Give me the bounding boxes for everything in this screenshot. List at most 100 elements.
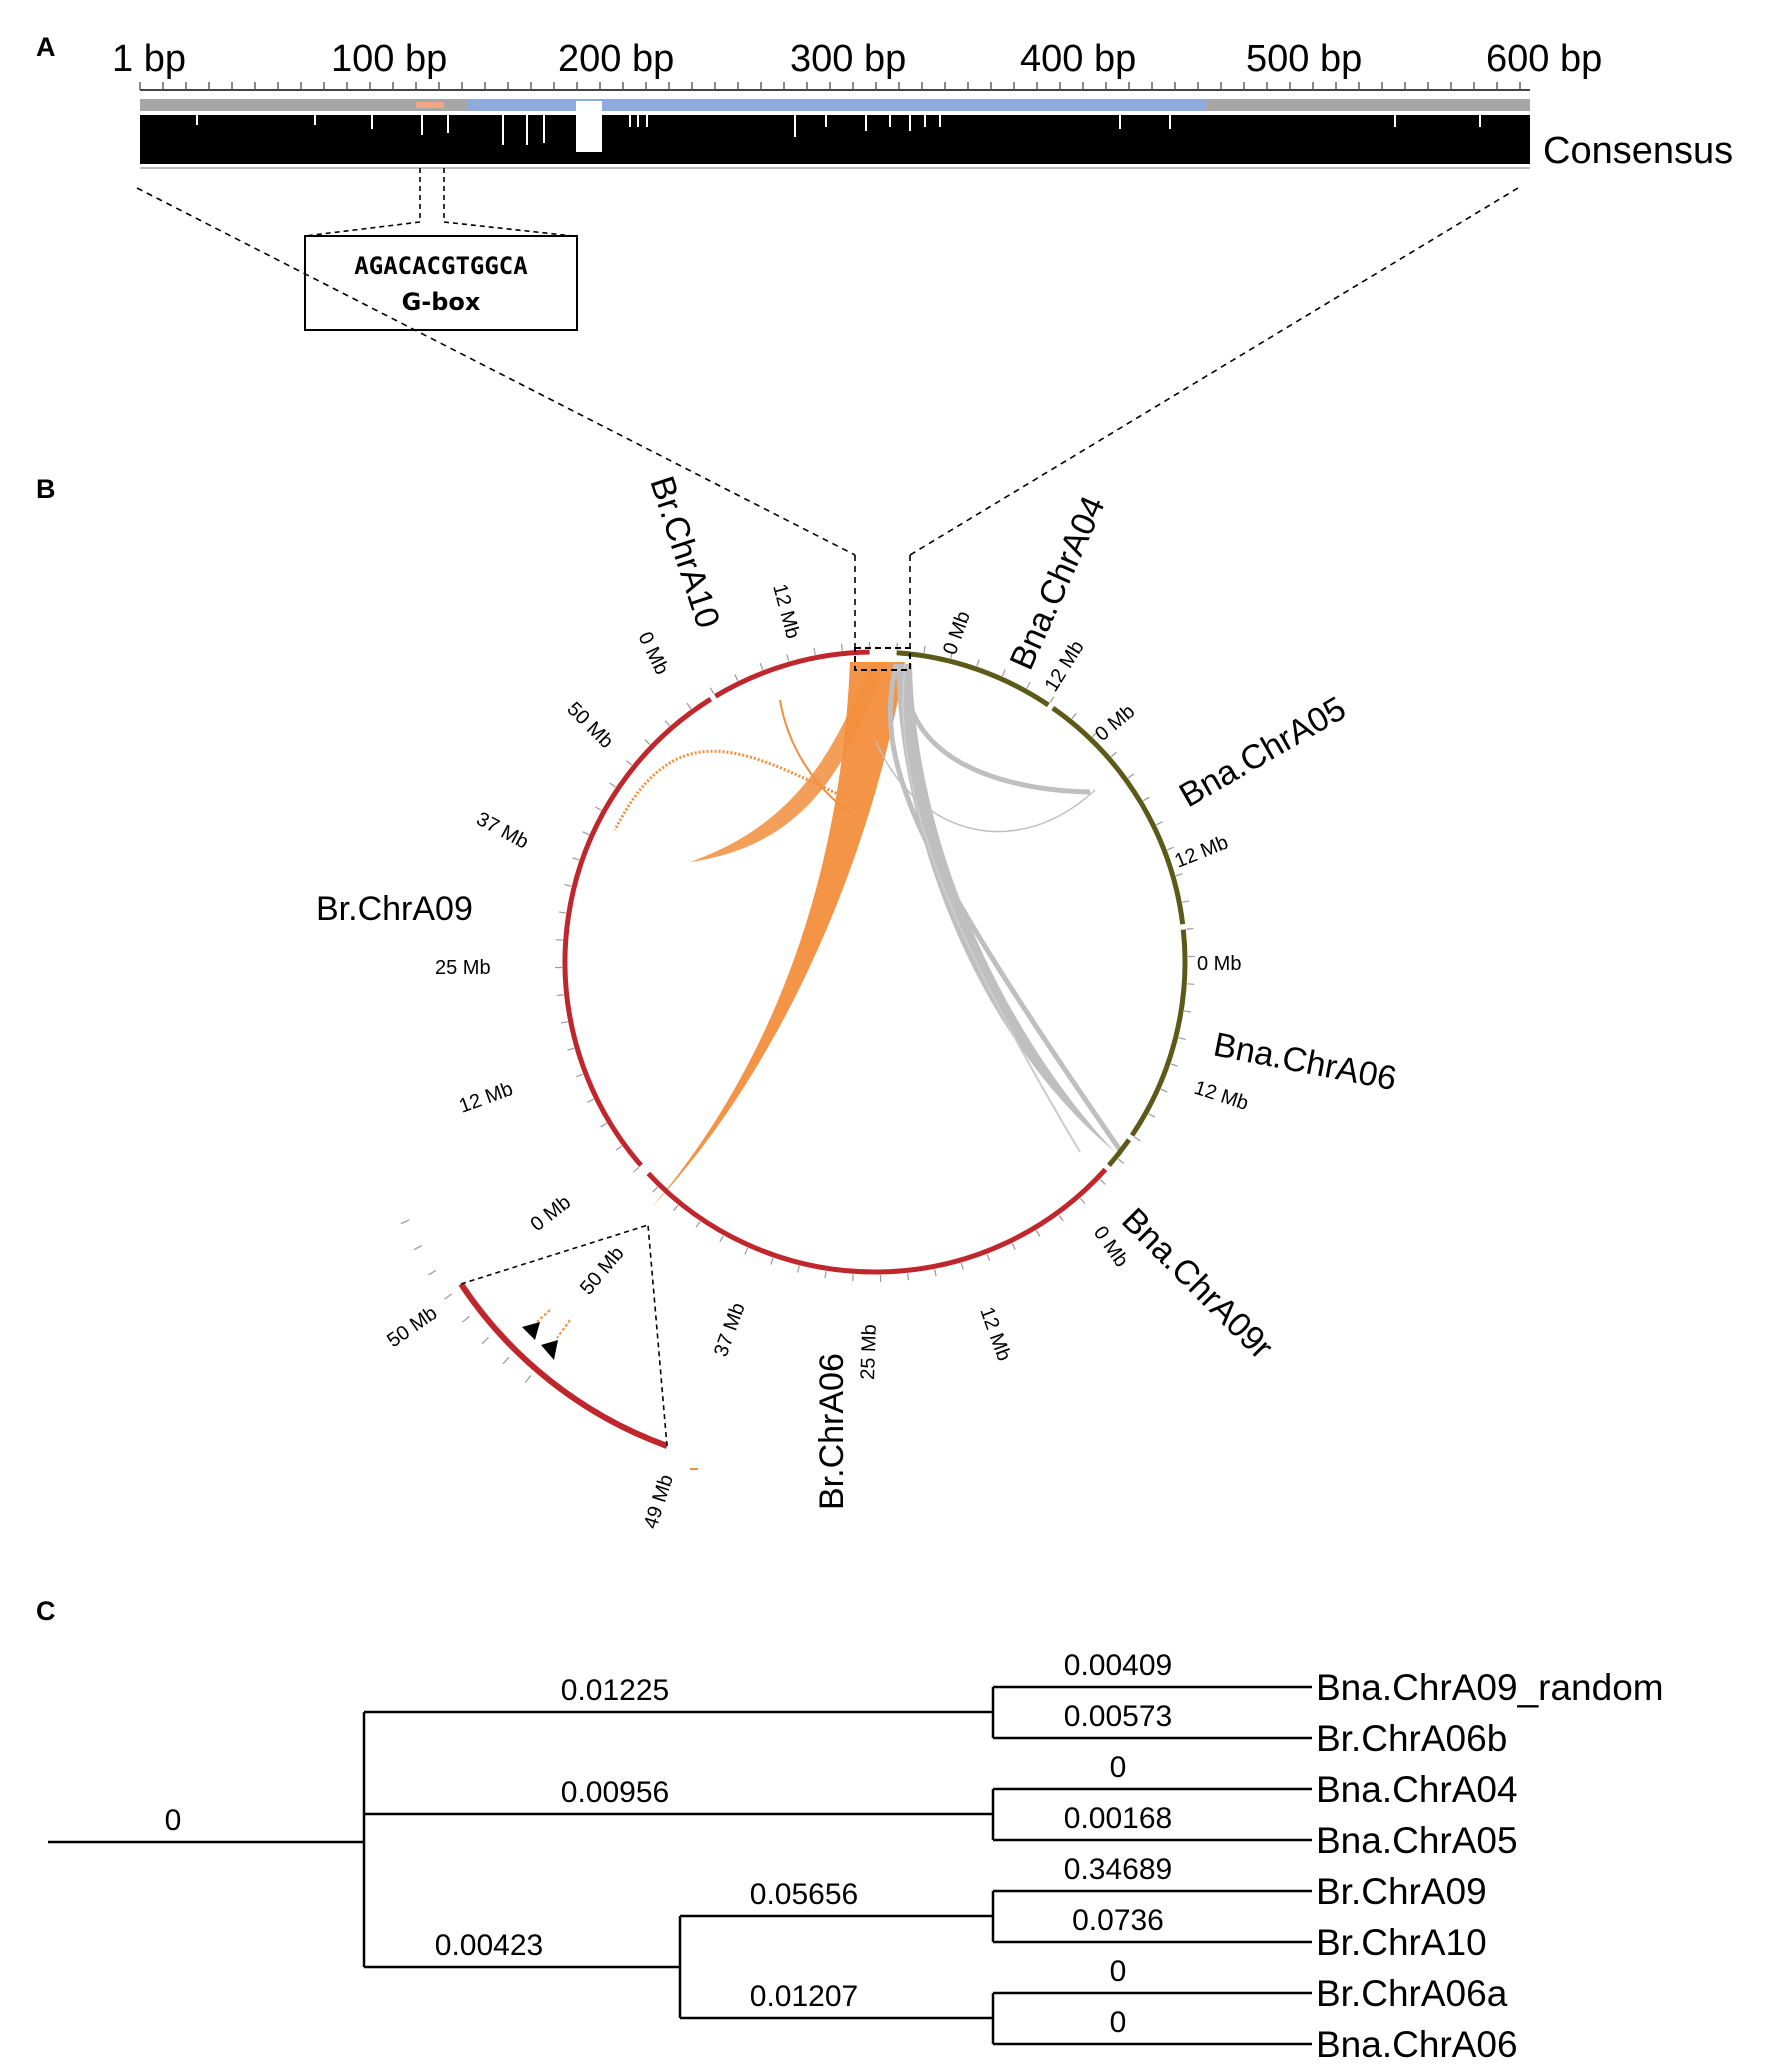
axis-label-300bp: 300 bp <box>790 38 906 80</box>
ring-tick <box>960 1262 964 1270</box>
chr-label-br-a10: Br.ChrA10 <box>642 472 727 633</box>
ring-tick <box>564 884 572 887</box>
ring-tick <box>1079 1197 1086 1204</box>
ring-tick <box>1099 1178 1106 1185</box>
ring-tick <box>664 720 671 727</box>
gbox-box <box>304 235 578 331</box>
ring-tick <box>560 1021 568 1024</box>
ring-tick <box>1001 669 1006 677</box>
circos-plot <box>555 642 1195 1282</box>
tick-zoom-50: 50 Mb <box>383 1302 441 1352</box>
branch-length-br-a06a: 0 <box>1110 1955 1127 1988</box>
branch-length-br-a09: 0.34689 <box>1064 1853 1172 1886</box>
ring-tick <box>1026 681 1031 689</box>
tick-a04-0: 0 Mb <box>939 608 975 657</box>
ring-tick <box>556 994 564 997</box>
ring-tick <box>770 1257 774 1265</box>
panel-letter-a: A <box>36 32 56 62</box>
ring-tick <box>686 702 692 710</box>
ring-tick <box>594 806 602 811</box>
ring-tick <box>986 1253 991 1261</box>
ring-tick <box>572 857 580 861</box>
ring-tick <box>813 647 816 655</box>
chr-label-bna-a04: Bna.ChrA04 <box>1003 491 1113 676</box>
tick-a06-25: 25 Mb <box>857 1324 881 1380</box>
branch-length-clade1: 0.01225 <box>561 1674 669 1707</box>
ring-tick <box>1182 900 1190 903</box>
zoom-inset <box>400 1219 698 1470</box>
axis-label-400bp: 400 bp <box>1020 38 1136 80</box>
ring-tick <box>709 687 715 695</box>
consensus-gap <box>576 101 602 152</box>
chr-label-bna-a09r: Bna.ChrA09r <box>1114 1201 1280 1367</box>
ring-tick <box>786 654 790 662</box>
gbox-position-mark <box>416 102 444 108</box>
tick-a06n-0: 0 Mb <box>1197 953 1241 975</box>
ring-tick <box>950 651 953 659</box>
ring-tick <box>644 739 651 746</box>
ring-tick <box>1156 821 1163 826</box>
chr-label-bna-a05: Bna.ChrA05 <box>1173 689 1352 815</box>
ring-tick <box>615 1145 623 1151</box>
panel-letter-c: C <box>36 1596 56 1626</box>
zoom-tick <box>444 1293 453 1300</box>
chr-label-br-a06: Br.ChrA06 <box>813 1353 851 1510</box>
leaf-bna-a05: Bna.ChrA05 <box>1316 1820 1518 1861</box>
branch-length-clade3: 0.00423 <box>435 1929 543 1962</box>
ring-tick <box>719 1235 724 1243</box>
ring-tick <box>695 1221 701 1228</box>
arrowhead-icon <box>522 1322 540 1340</box>
ring-tick <box>797 1265 800 1273</box>
zoom-tick <box>524 1375 532 1383</box>
ring-tick <box>759 663 764 671</box>
consensus-track <box>140 101 1530 169</box>
tick-a06n-12: 12 Mb <box>1191 1077 1251 1115</box>
ring-tick <box>1166 846 1174 851</box>
branch-length-clade3b: 0.01207 <box>750 1980 858 2013</box>
consensus-label: Consensus <box>1543 130 1733 172</box>
ring-tick <box>558 911 566 914</box>
ring-tick <box>840 643 843 651</box>
ring-tick <box>934 1269 937 1277</box>
ring-tick <box>1058 1214 1064 1222</box>
ring-tick <box>1049 696 1055 703</box>
axis-label-500bp: 500 bp <box>1246 38 1362 80</box>
tick-a09-50: 50 Mb <box>562 698 617 753</box>
gbox-name: G-box <box>402 288 481 316</box>
zoom-tick <box>400 1219 410 1225</box>
gbox-callout-lines <box>304 168 574 237</box>
chr-label-br-a09: Br.ChrA09 <box>316 890 473 928</box>
ring-tick <box>1011 1243 1016 1250</box>
panel-a-ruler: 1 bp 100 bp 200 bp 300 bp 400 bp 500 bp … <box>112 38 1602 91</box>
ring-tick <box>824 1271 827 1279</box>
leaf-bna-a04: Bna.ChrA04 <box>1316 1769 1518 1810</box>
zoom-tick <box>413 1245 423 1251</box>
ring-tick <box>600 1122 608 1128</box>
leaf-br-a09: Br.ChrA09 <box>1316 1871 1487 1912</box>
branch-length-root: 0 <box>165 1804 182 1837</box>
tick-zoom-49: 49 Mb <box>640 1472 678 1532</box>
leaf-br-a06b: Br.ChrA06b <box>1316 1718 1507 1759</box>
branch-length-br-a10: 0.0736 <box>1072 1904 1164 1937</box>
panel-letter-b: B <box>36 474 56 504</box>
chr-arc-bna-a09r <box>1107 1138 1131 1168</box>
circos-highlight-box <box>854 647 911 671</box>
chr-arc-bna-a05 <box>1051 706 1186 925</box>
chr-arc-br-a06 <box>646 1167 1108 1275</box>
ring-tick <box>633 1166 640 1173</box>
phylogenetic-tree <box>48 1685 1312 2046</box>
zoom-lines-a-to-b <box>136 187 1519 652</box>
ring-tick <box>1175 873 1183 877</box>
annotation-track <box>140 99 1530 111</box>
zoom-tick <box>428 1269 437 1276</box>
branch-length-bna-a06: 0 <box>1110 2006 1127 2039</box>
ring-tick <box>1117 1158 1125 1164</box>
ring-tick <box>1134 1136 1141 1142</box>
ring-tick <box>1184 1010 1192 1013</box>
tick-a10-12: 12 Mb <box>768 582 804 641</box>
axis-label-200bp: 200 bp <box>558 38 674 80</box>
chr-arc-bna-a04 <box>896 650 1050 708</box>
chr-arc-bna-a06 <box>1129 929 1188 1137</box>
branch-length-clade3a: 0.05656 <box>750 1878 858 1911</box>
